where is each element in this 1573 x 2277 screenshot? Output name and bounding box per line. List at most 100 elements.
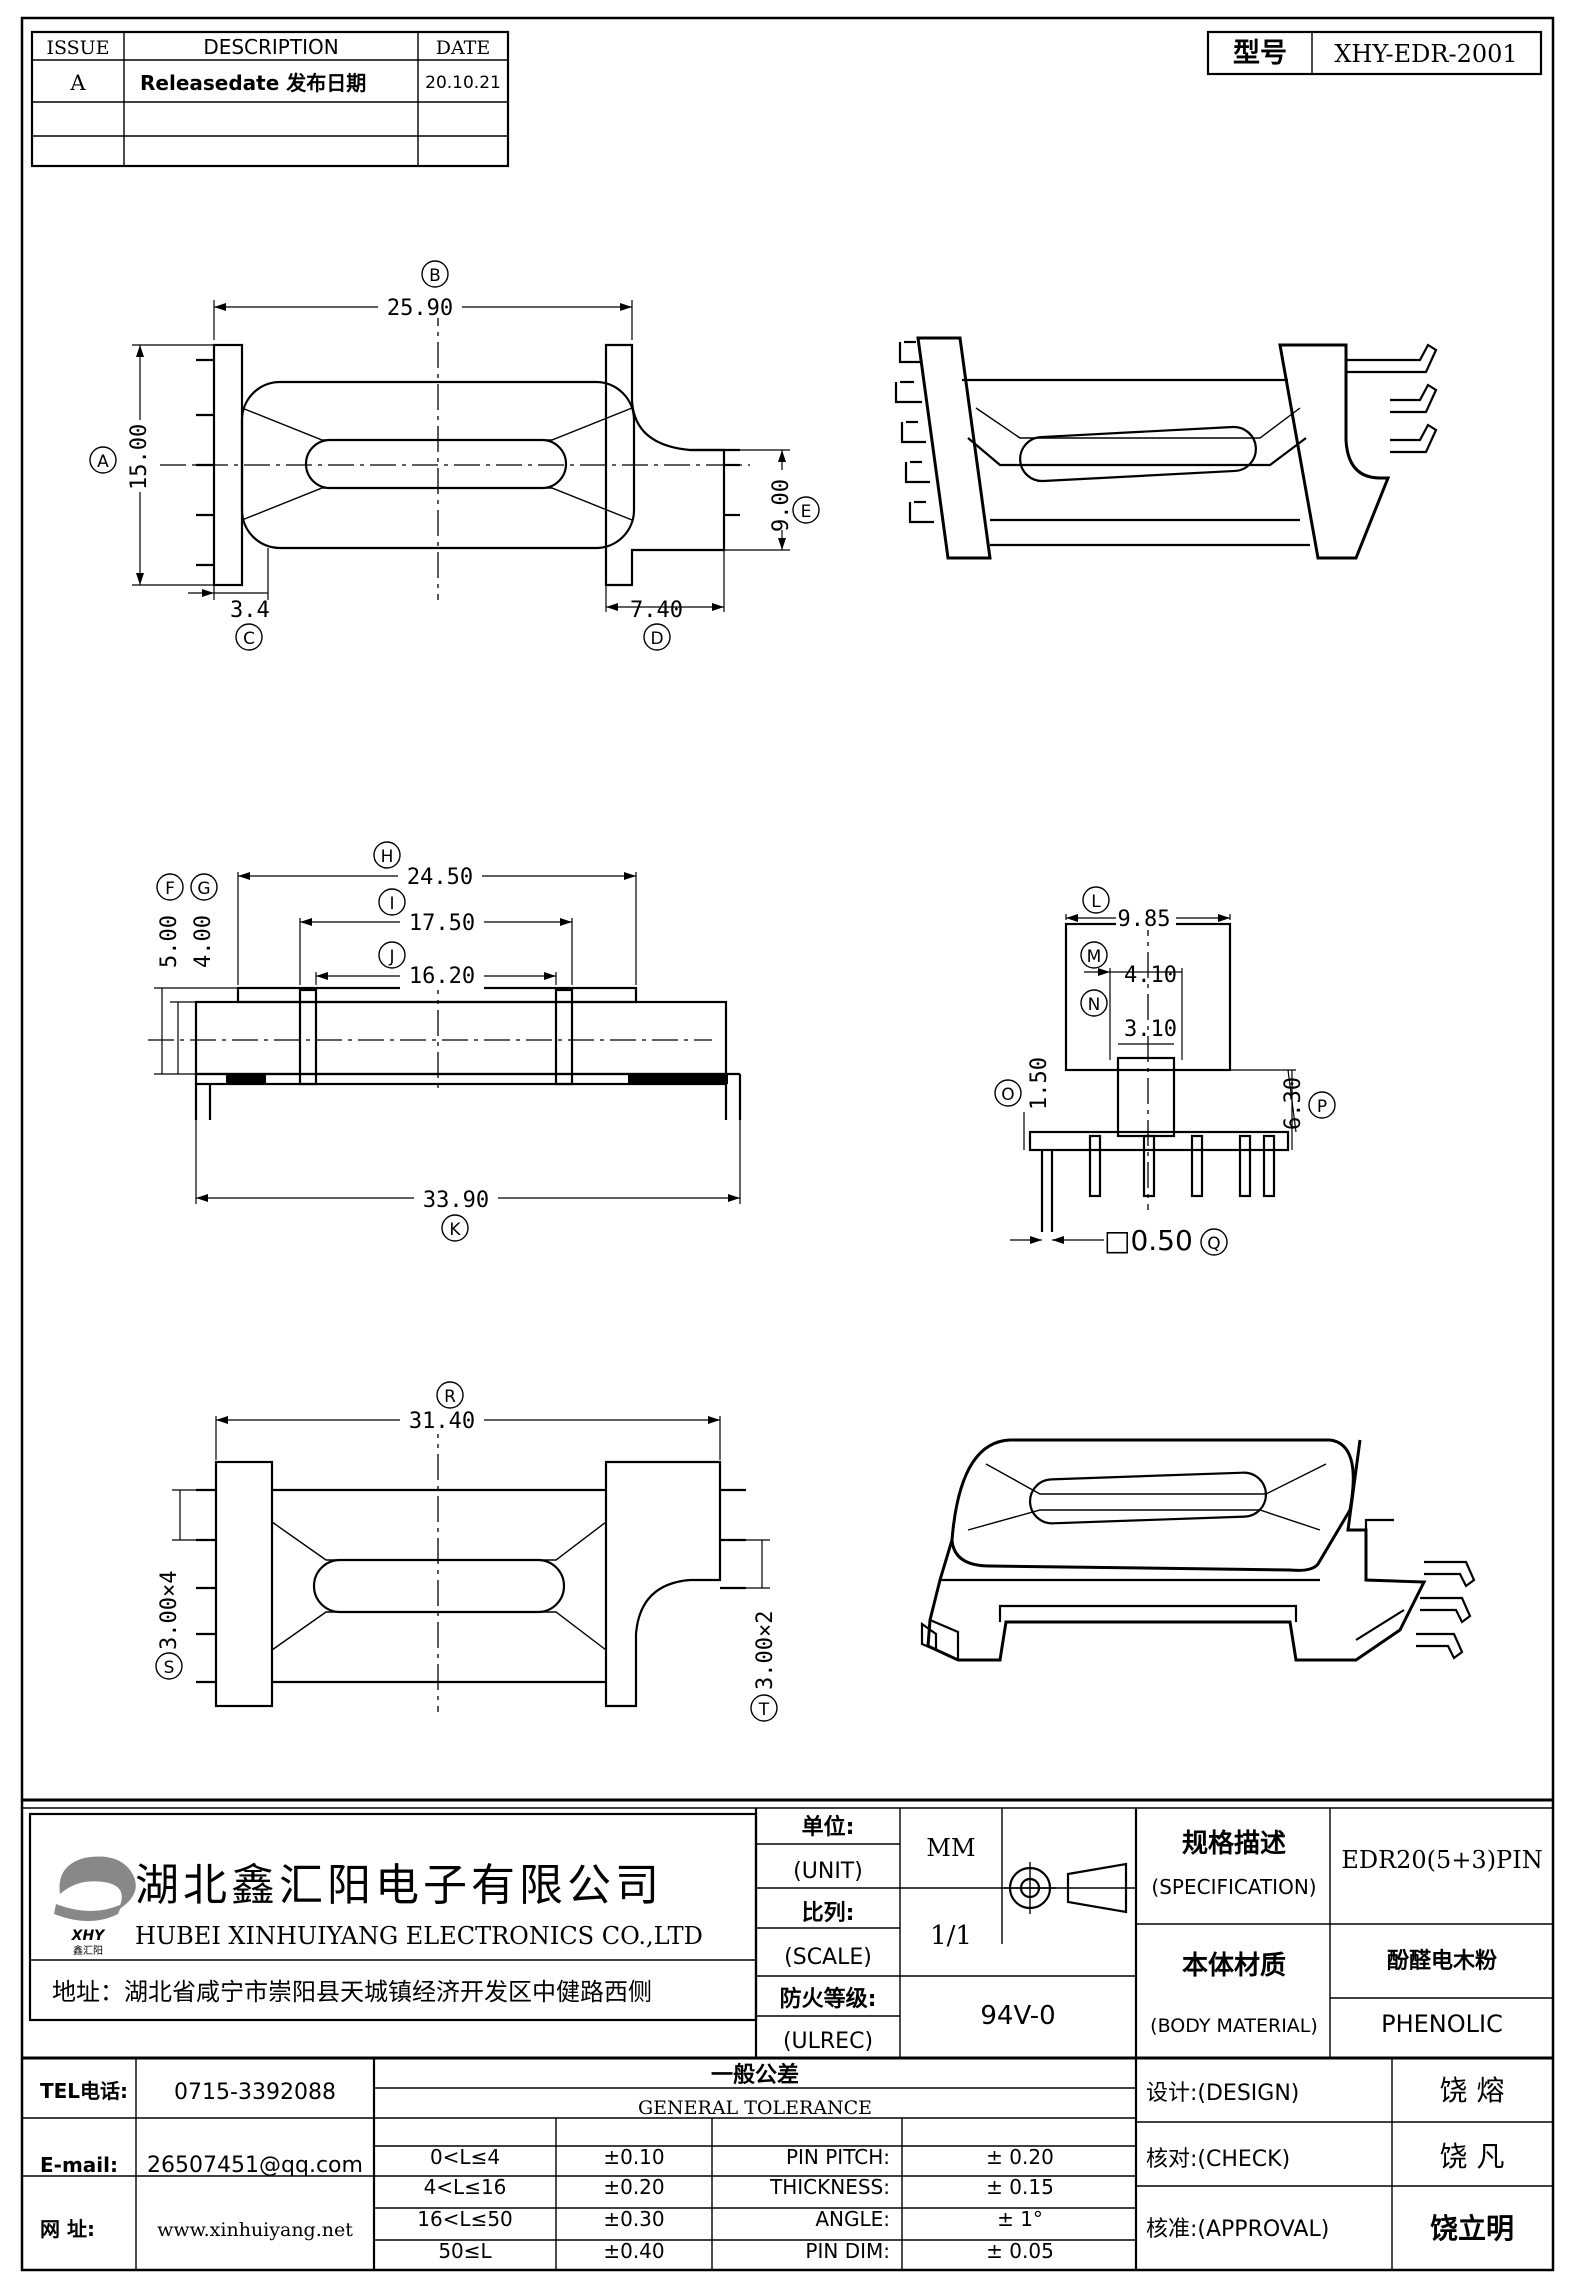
dim-d-value: 7.40 xyxy=(630,598,683,623)
callout-s: S xyxy=(164,1658,175,1678)
approval-value: 饶立明 xyxy=(1430,2212,1514,2245)
tolerance-param-2: ANGLE: xyxy=(815,2207,890,2231)
tolerance-range-3: 50≤L xyxy=(438,2239,492,2263)
revision-header-description: DESCRIPTION xyxy=(203,35,338,59)
dim-i-value: 17.50 xyxy=(409,911,475,936)
fire-label-en: (ULREC) xyxy=(783,2029,873,2054)
fire-label-cn: 防火等级: xyxy=(780,1986,877,2012)
callout-q-circle xyxy=(1200,1228,1228,1256)
tolerance-value-1: ±0.20 xyxy=(603,2175,664,2199)
callout-j-circle xyxy=(378,941,406,969)
dim-l-value: 9.85 xyxy=(1118,907,1171,932)
callout-o: O xyxy=(1001,1085,1014,1105)
tolerance-range-1: 4<L≤16 xyxy=(424,2175,507,2199)
model-label: 型号 xyxy=(1233,38,1287,69)
dim-b-value: 25.90 xyxy=(387,296,453,321)
revision-header-issue: ISSUE xyxy=(46,37,109,59)
tolerance-title-en: GENERAL TOLERANCE xyxy=(638,2097,872,2119)
isometric-view-top xyxy=(894,336,1438,560)
model-value: XHY-EDR-2001 xyxy=(1334,40,1517,68)
dim-f-value: 5.00 xyxy=(157,915,182,968)
side-view xyxy=(148,872,742,1204)
callout-k-circle xyxy=(441,1214,469,1242)
dim-k-value: 33.90 xyxy=(423,1188,489,1213)
callout-b: B xyxy=(429,266,441,286)
dim-m-value: 4.10 xyxy=(1124,963,1177,988)
tolerance-param-3: PIN DIM: xyxy=(805,2239,890,2263)
callout-k: K xyxy=(449,1220,461,1240)
callout-d-circle xyxy=(643,623,671,651)
callout-b-circle xyxy=(421,260,449,288)
logo-sub: 鑫汇阳 xyxy=(73,1944,103,1957)
tolerance-param-value-1: ± 0.15 xyxy=(986,2175,1054,2199)
callout-f-circle xyxy=(156,873,184,901)
callout-e-circle xyxy=(792,496,820,524)
dim-n-value: 3.10 xyxy=(1124,1017,1177,1042)
revision-header-date: DATE xyxy=(436,37,490,59)
callout-n-circle xyxy=(1080,989,1108,1017)
scale-value: 1/1 xyxy=(930,1921,972,1951)
scale-label-en: (SCALE) xyxy=(784,1945,872,1970)
model-box: 型号 XHY-EDR-2001 xyxy=(1206,30,1543,76)
tolerance-param-1: THICKNESS: xyxy=(769,2175,890,2199)
callout-g: G xyxy=(197,879,210,899)
dim-a-value: 15.00 xyxy=(127,424,152,490)
spec-value: EDR20(5+3)PIN xyxy=(1341,1846,1542,1874)
callout-m: M xyxy=(1087,947,1102,967)
callout-l: L xyxy=(1091,892,1101,912)
material-value-cn: 酚醛电木粉 xyxy=(1387,1949,1497,1974)
callout-r: R xyxy=(444,1387,456,1407)
scale-label-cn: 比列: xyxy=(802,1901,855,1926)
callout-f: F xyxy=(165,879,175,899)
callout-e: E xyxy=(801,502,812,522)
web-label: 网 址: xyxy=(40,2217,95,2241)
spec-label-cn: 规格描述 xyxy=(1182,1828,1286,1859)
callout-i-circle xyxy=(378,888,406,916)
tolerance-title-cn: 一般公差 xyxy=(711,2062,799,2088)
callout-a: A xyxy=(97,452,109,472)
callout-p: P xyxy=(1317,1097,1327,1117)
revision-table: ISSUE DESCRIPTION DATE A Releasedate 发布日… xyxy=(30,30,510,168)
callout-c: C xyxy=(243,629,255,649)
tel-value: 0715-3392088 xyxy=(174,2080,336,2105)
top-view xyxy=(132,300,790,612)
callout-q: Q xyxy=(1207,1234,1220,1254)
dim-q-value: □0.50 xyxy=(1104,1224,1193,1257)
callout-n: N xyxy=(1088,995,1101,1015)
unit-value: MM xyxy=(926,1834,975,1862)
projection-symbol-icon xyxy=(1004,1862,1128,1914)
dim-h-value: 24.50 xyxy=(407,865,473,890)
tel-label: TEL电话: xyxy=(40,2079,128,2103)
spec-label-en: (SPECIFICATION) xyxy=(1151,1875,1316,1899)
callout-c-circle xyxy=(235,623,263,651)
tolerance-range-2: 16<L≤50 xyxy=(417,2207,513,2231)
tolerance-param-0: PIN PITCH: xyxy=(786,2145,890,2169)
company-logo-icon: XHY 鑫汇阳 xyxy=(54,1856,136,1957)
dim-p-value: 6.30 xyxy=(1281,1077,1306,1130)
unit-label-en: (UNIT) xyxy=(793,1859,863,1884)
material-label-cn: 本体材质 xyxy=(1182,1951,1286,1981)
web-value: www.xinhuiyang.net xyxy=(157,2219,353,2241)
callout-d: D xyxy=(650,629,663,649)
dim-e-value: 9.00 xyxy=(769,479,794,532)
end-view xyxy=(1010,910,1297,1244)
sheet-border xyxy=(20,16,1555,2272)
callout-o-circle xyxy=(994,1079,1022,1107)
callout-l-circle xyxy=(1082,886,1110,914)
callout-j: J xyxy=(388,947,394,967)
check-value: 饶 凡 xyxy=(1440,2140,1505,2173)
tolerance-param-value-3: ± 0.05 xyxy=(986,2239,1054,2263)
dim-j-value: 16.20 xyxy=(409,964,475,989)
dim-s-value: 3.00×4 xyxy=(157,1571,182,1650)
tolerance-param-value-2: ± 1° xyxy=(997,2207,1043,2231)
dim-r-value: 31.40 xyxy=(409,1409,475,1434)
callout-p-circle xyxy=(1308,1091,1336,1119)
design-label: 设计:(DESIGN) xyxy=(1146,2081,1299,2106)
revision-date-value: 20.10.21 xyxy=(425,73,501,93)
isometric-view-bottom xyxy=(920,1438,1476,1662)
logo-text: XHY xyxy=(71,1928,107,1944)
dim-c-value: 3.4 xyxy=(230,598,270,623)
tolerance-value-0: ±0.10 xyxy=(603,2145,664,2169)
company-name-cn: 湖北鑫汇阳电子有限公司 xyxy=(135,1860,663,1911)
dim-t-value: 3.00×2 xyxy=(753,1611,778,1690)
